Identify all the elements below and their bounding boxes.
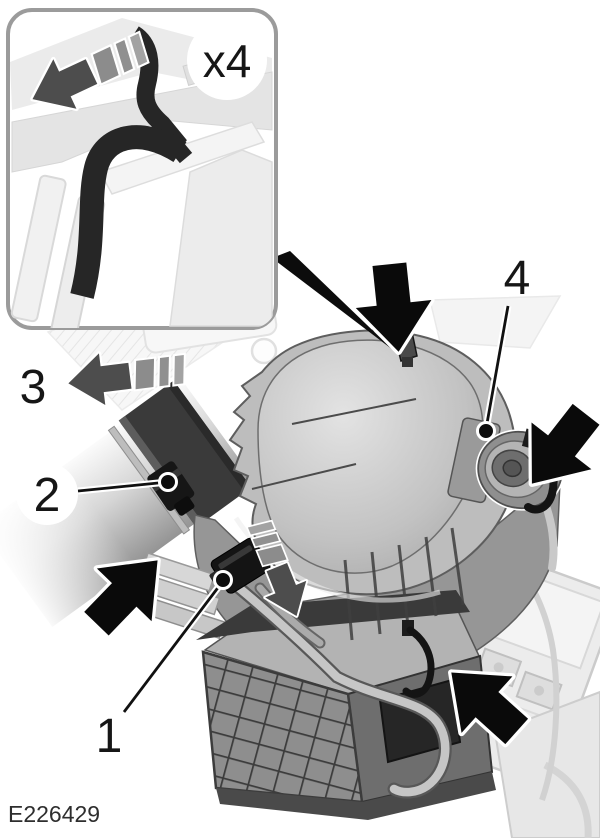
callout-4-dot [476, 421, 496, 441]
retaining-clip-detail [70, 26, 193, 299]
callout-3-label: 3 [20, 361, 47, 414]
filter-housing-lower-box [196, 590, 496, 820]
callout-labels: 3 2 1 4 [4, 252, 530, 763]
leader-lines [77, 305, 512, 715]
callout-2-dot [158, 472, 178, 492]
callout-1-label: 1 [96, 710, 123, 763]
air-cleaner-cover [228, 329, 517, 641]
callout-4-label: 4 [504, 252, 531, 305]
inset-detail-box: x4 [6, 8, 278, 330]
figure-code: E226429 [8, 801, 100, 827]
callout-1-dot [213, 570, 233, 590]
air-intake-pipe [0, 379, 255, 634]
wiper-arm-wedge [272, 251, 393, 350]
callout-2-label: 2 [34, 469, 61, 522]
inset-quantity-label: x4 [203, 35, 252, 87]
